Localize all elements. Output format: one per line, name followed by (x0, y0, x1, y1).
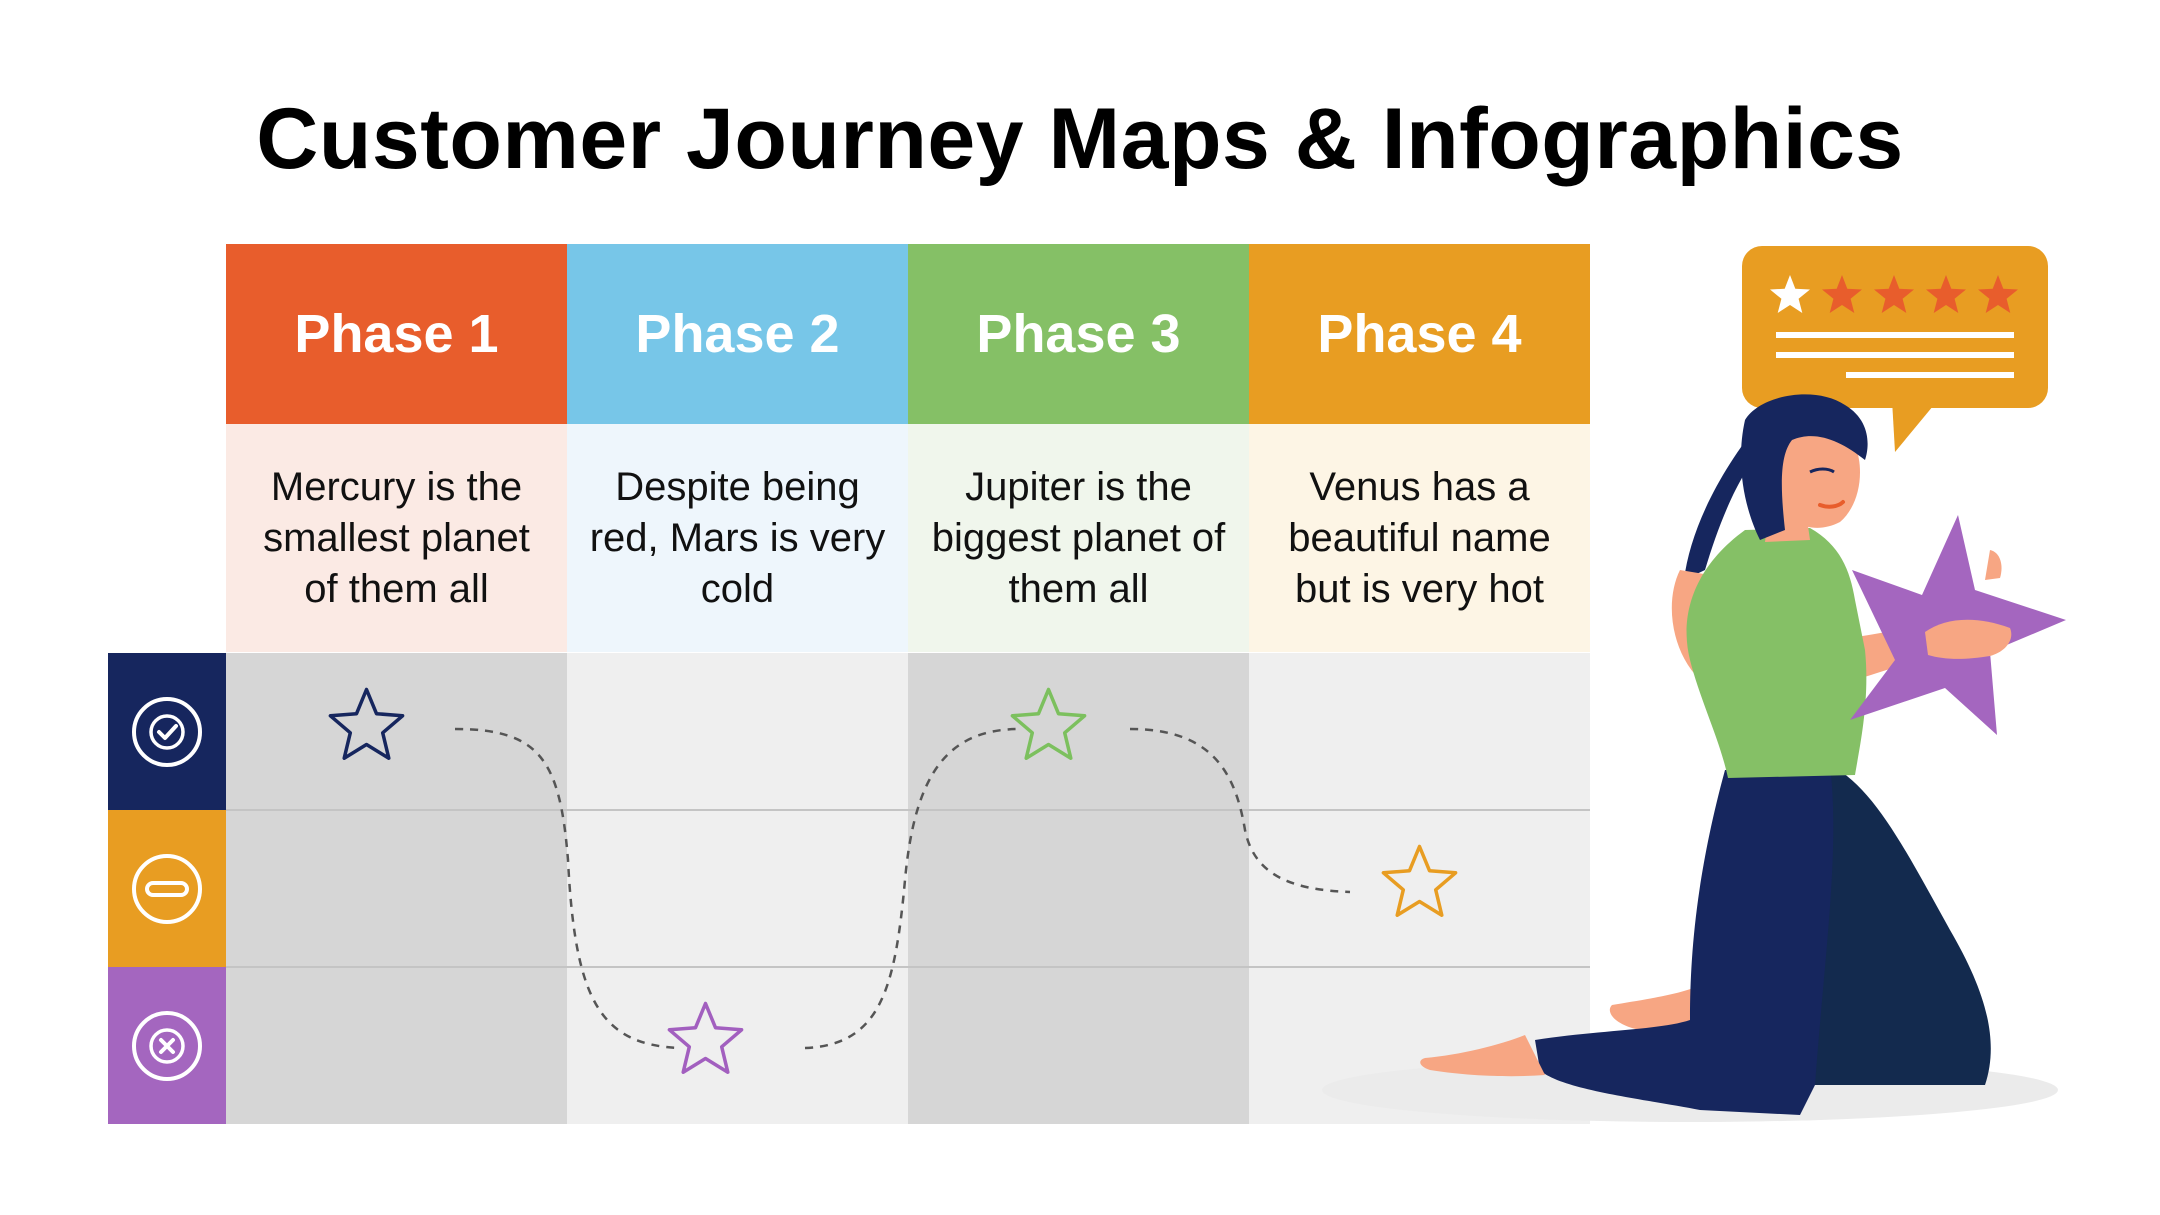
minus-circle-icon (132, 853, 202, 924)
review-star-icon (1822, 275, 1862, 313)
phase-1-label: Phase 1 (294, 304, 499, 364)
phase-2-star-icon (667, 1001, 744, 1074)
row-negative (108, 967, 226, 1124)
phase-3-label: Phase 3 (976, 304, 1181, 364)
journey-curve (454, 727, 1351, 1050)
review-star-icon (1978, 275, 2018, 313)
phase-3-star-icon (1010, 687, 1087, 760)
phase-4-star-icon (1381, 844, 1458, 917)
page-title: Customer Journey Maps & Infographics (256, 91, 1904, 187)
phase-4-header: Phase 4 (1249, 244, 1590, 424)
phase-4-description: Venus has a beautiful name but is very h… (1249, 424, 1590, 652)
phase-1-header: Phase 1 (226, 244, 567, 424)
review-star-icon (1874, 275, 1914, 313)
review-star-icon (1770, 275, 1810, 313)
phase-1-star-icon (328, 687, 405, 760)
phase-3-header: Phase 3 (908, 244, 1249, 424)
x-circle-icon (132, 1010, 202, 1081)
phase-2-header: Phase 2 (567, 244, 908, 424)
grid-column-2 (567, 653, 908, 1124)
phase-1-description: Mercury is the smallest planet of them a… (226, 424, 567, 652)
phase-2-label: Phase 2 (635, 304, 840, 364)
review-star-icon (1926, 275, 1966, 313)
phase-2-description: Despite being red, Mars is very cold (567, 424, 908, 652)
row-neutral (108, 810, 226, 967)
five-star-review-icon (1742, 246, 2048, 452)
row-positive (108, 653, 226, 810)
check-circle-icon (132, 696, 202, 767)
grid-column-3 (908, 653, 1249, 1124)
phase-4-label: Phase 4 (1317, 304, 1522, 364)
grid-column-4 (1249, 653, 1590, 1124)
phase-3-description: Jupiter is the biggest planet of them al… (908, 424, 1249, 652)
grid-column-1 (226, 653, 567, 1124)
